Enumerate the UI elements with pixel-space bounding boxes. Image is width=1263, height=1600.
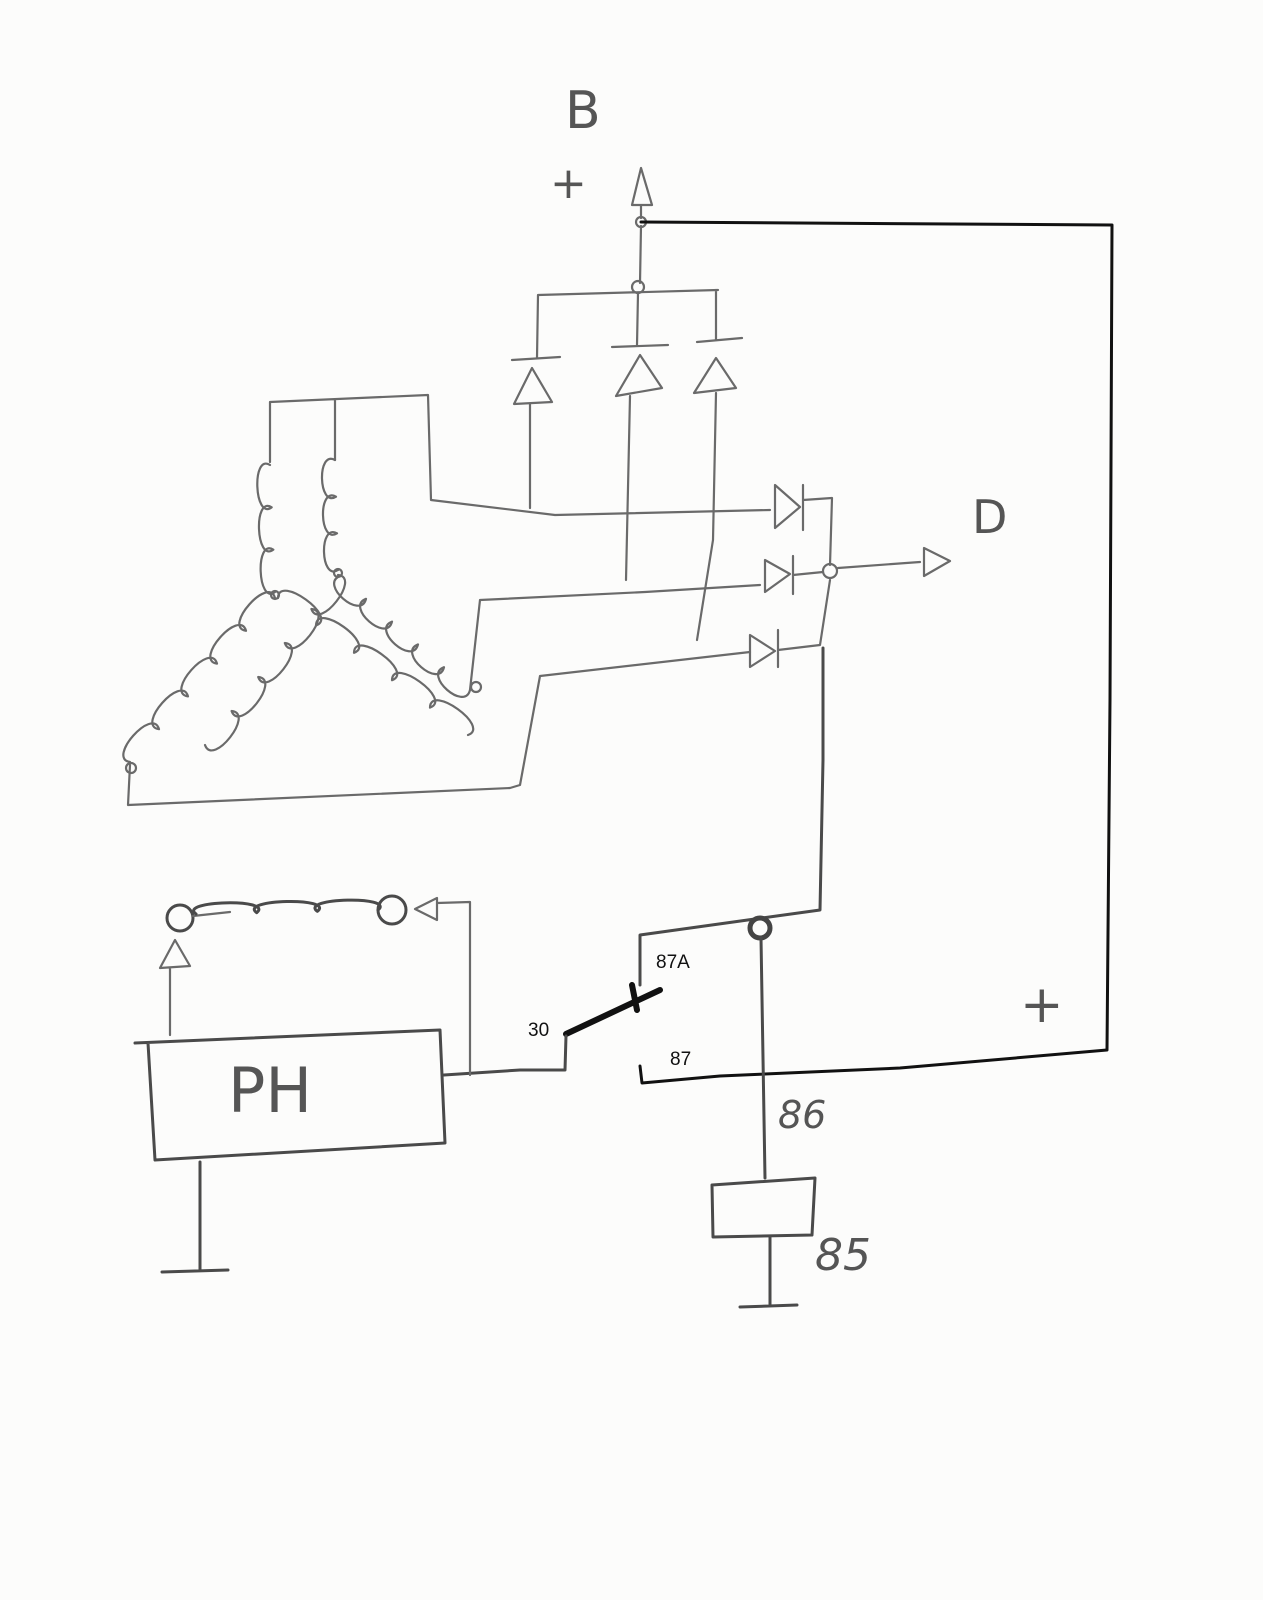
regulator-label: PH (228, 1054, 312, 1127)
regulator-box (133, 1028, 447, 1162)
b-label: B (565, 81, 601, 141)
diode-icon (748, 578, 832, 669)
relay-coil (710, 1176, 817, 1239)
coil-icon (276, 589, 475, 737)
positive-diode-bridge (510, 224, 744, 642)
field-wire (413, 896, 472, 1077)
coil-icon (192, 898, 382, 916)
relay-86-label: 86 (778, 1093, 826, 1137)
d-terminal-arrow-icon (836, 546, 952, 578)
regulator-ground-icon (160, 1160, 230, 1274)
coil-icon (333, 574, 472, 698)
diode-icon (610, 343, 670, 582)
brush-icon (376, 894, 408, 926)
exciter-diodes: D (748, 483, 1007, 669)
excitation-wire (638, 646, 825, 987)
relay-30-label: 30 (528, 1020, 549, 1041)
relay-87a-label: 87A (656, 952, 690, 973)
diode-icon (763, 554, 825, 596)
rotor-coil (191, 910, 232, 918)
diode-icon (773, 483, 834, 567)
coil-icon (203, 573, 347, 752)
b-plus-label: + (550, 158, 587, 209)
regulator-to-30-wire (442, 1034, 568, 1077)
coil-icon (320, 457, 340, 573)
stator-winding (122, 393, 772, 807)
d-node (821, 562, 839, 580)
diode-icon (510, 355, 562, 510)
junction-node (747, 915, 773, 941)
brush-icon (165, 903, 195, 933)
battery-wire (638, 220, 1114, 1085)
relay-87-label: 87 (670, 1049, 691, 1070)
relay-switch-contact (563, 982, 663, 1037)
coil-icon (122, 591, 277, 764)
b-terminal: B + (550, 81, 654, 229)
diode-icon (692, 336, 744, 642)
coil-86-wire (759, 936, 767, 1180)
relay-85-label: 85 (815, 1230, 871, 1281)
b-terminal-arrow-icon (630, 166, 654, 220)
coil-icon (256, 462, 277, 595)
d-label: D (972, 490, 1007, 544)
field-terminal-arrow-icon (158, 938, 192, 1037)
battery-plus-label: + (1020, 975, 1064, 1035)
relay-ground-icon (738, 1235, 799, 1309)
